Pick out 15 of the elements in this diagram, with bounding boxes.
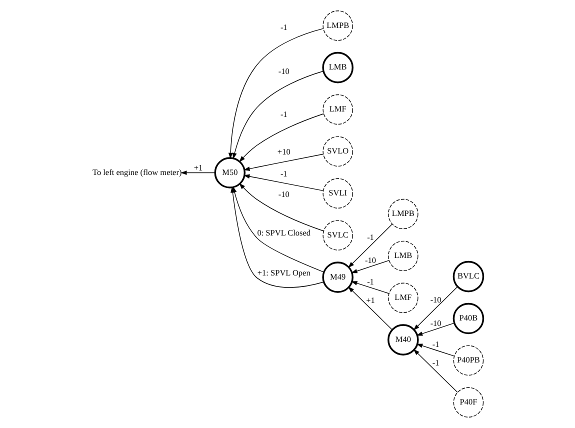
- arrow: [416, 322, 454, 336]
- arrow: [238, 113, 324, 162]
- arrow: [243, 174, 324, 192]
- arrow: [232, 70, 324, 160]
- arrow: [348, 286, 392, 330]
- arrow: [243, 154, 324, 171]
- arrow: [416, 344, 454, 356]
- arrow: [228, 28, 324, 159]
- arrow: [412, 349, 458, 393]
- arrow: [412, 286, 458, 330]
- arrow: [348, 224, 392, 268]
- arrow: [180, 170, 215, 175]
- arrow: [350, 260, 389, 274]
- arrow: [350, 281, 389, 294]
- arrow: [238, 183, 324, 232]
